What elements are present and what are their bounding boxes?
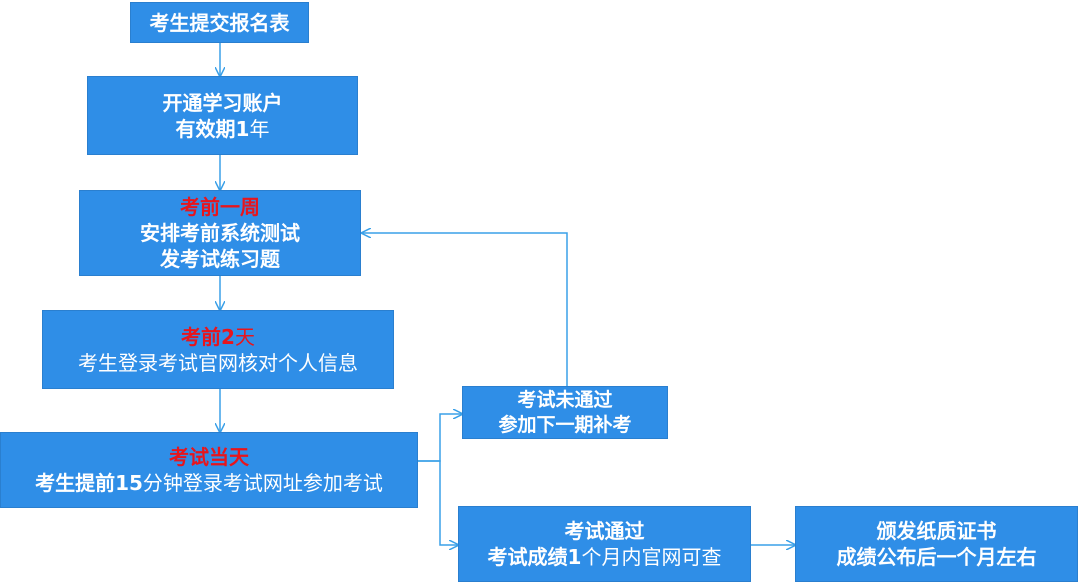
node-exam-failed: 考试未通过 参加下一期补考 xyxy=(462,386,668,439)
node-exam-failed-line2: 参加下一期补考 xyxy=(498,413,632,436)
node-certificate-line1: 颁发纸质证书 xyxy=(876,519,997,543)
arrow-examday-to-passed xyxy=(418,460,458,545)
node-submit-form: 考生提交报名表 xyxy=(130,2,309,43)
node-exam-day-line2: 考生提前15分钟登录考试网址参加考试 xyxy=(35,471,383,495)
node-exam-day-highlight: 考试当天 xyxy=(169,445,249,469)
arrow-examday-to-failed xyxy=(418,414,462,462)
node-exam-passed-line1: 考试通过 xyxy=(564,519,645,543)
node-two-days-before: 考前2天 考生登录考试官网核对个人信息 xyxy=(42,310,394,389)
node-two-days-before-highlight: 考前2天 xyxy=(181,324,255,349)
node-two-days-before-line2: 考生登录考试官网核对个人信息 xyxy=(78,350,358,375)
node-certificate: 颁发纸质证书 成绩公布后一个月左右 xyxy=(795,506,1078,582)
node-week-before-line3: 发考试练习题 xyxy=(160,247,280,271)
node-open-account-line1: 开通学习账户 xyxy=(162,90,283,115)
node-exam-passed-line2: 考试成绩1个月内官网可查 xyxy=(487,545,722,569)
node-submit-form-label: 考生提交报名表 xyxy=(149,10,290,35)
node-week-before-highlight: 考前一周 xyxy=(180,195,260,219)
arrow-failed-to-week xyxy=(362,233,568,386)
node-week-before-line2: 安排考前系统测试 xyxy=(140,221,300,245)
node-open-account-line2: 有效期1年 xyxy=(175,116,270,141)
node-exam-passed: 考试通过 考试成绩1个月内官网可查 xyxy=(458,506,751,582)
node-week-before: 考前一周 安排考前系统测试 发考试练习题 xyxy=(79,190,361,276)
node-exam-failed-line1: 考试未通过 xyxy=(517,388,613,411)
node-certificate-line2: 成绩公布后一个月左右 xyxy=(836,545,1037,569)
node-open-account: 开通学习账户 有效期1年 xyxy=(87,76,358,155)
node-exam-day: 考试当天 考生提前15分钟登录考试网址参加考试 xyxy=(0,432,418,508)
